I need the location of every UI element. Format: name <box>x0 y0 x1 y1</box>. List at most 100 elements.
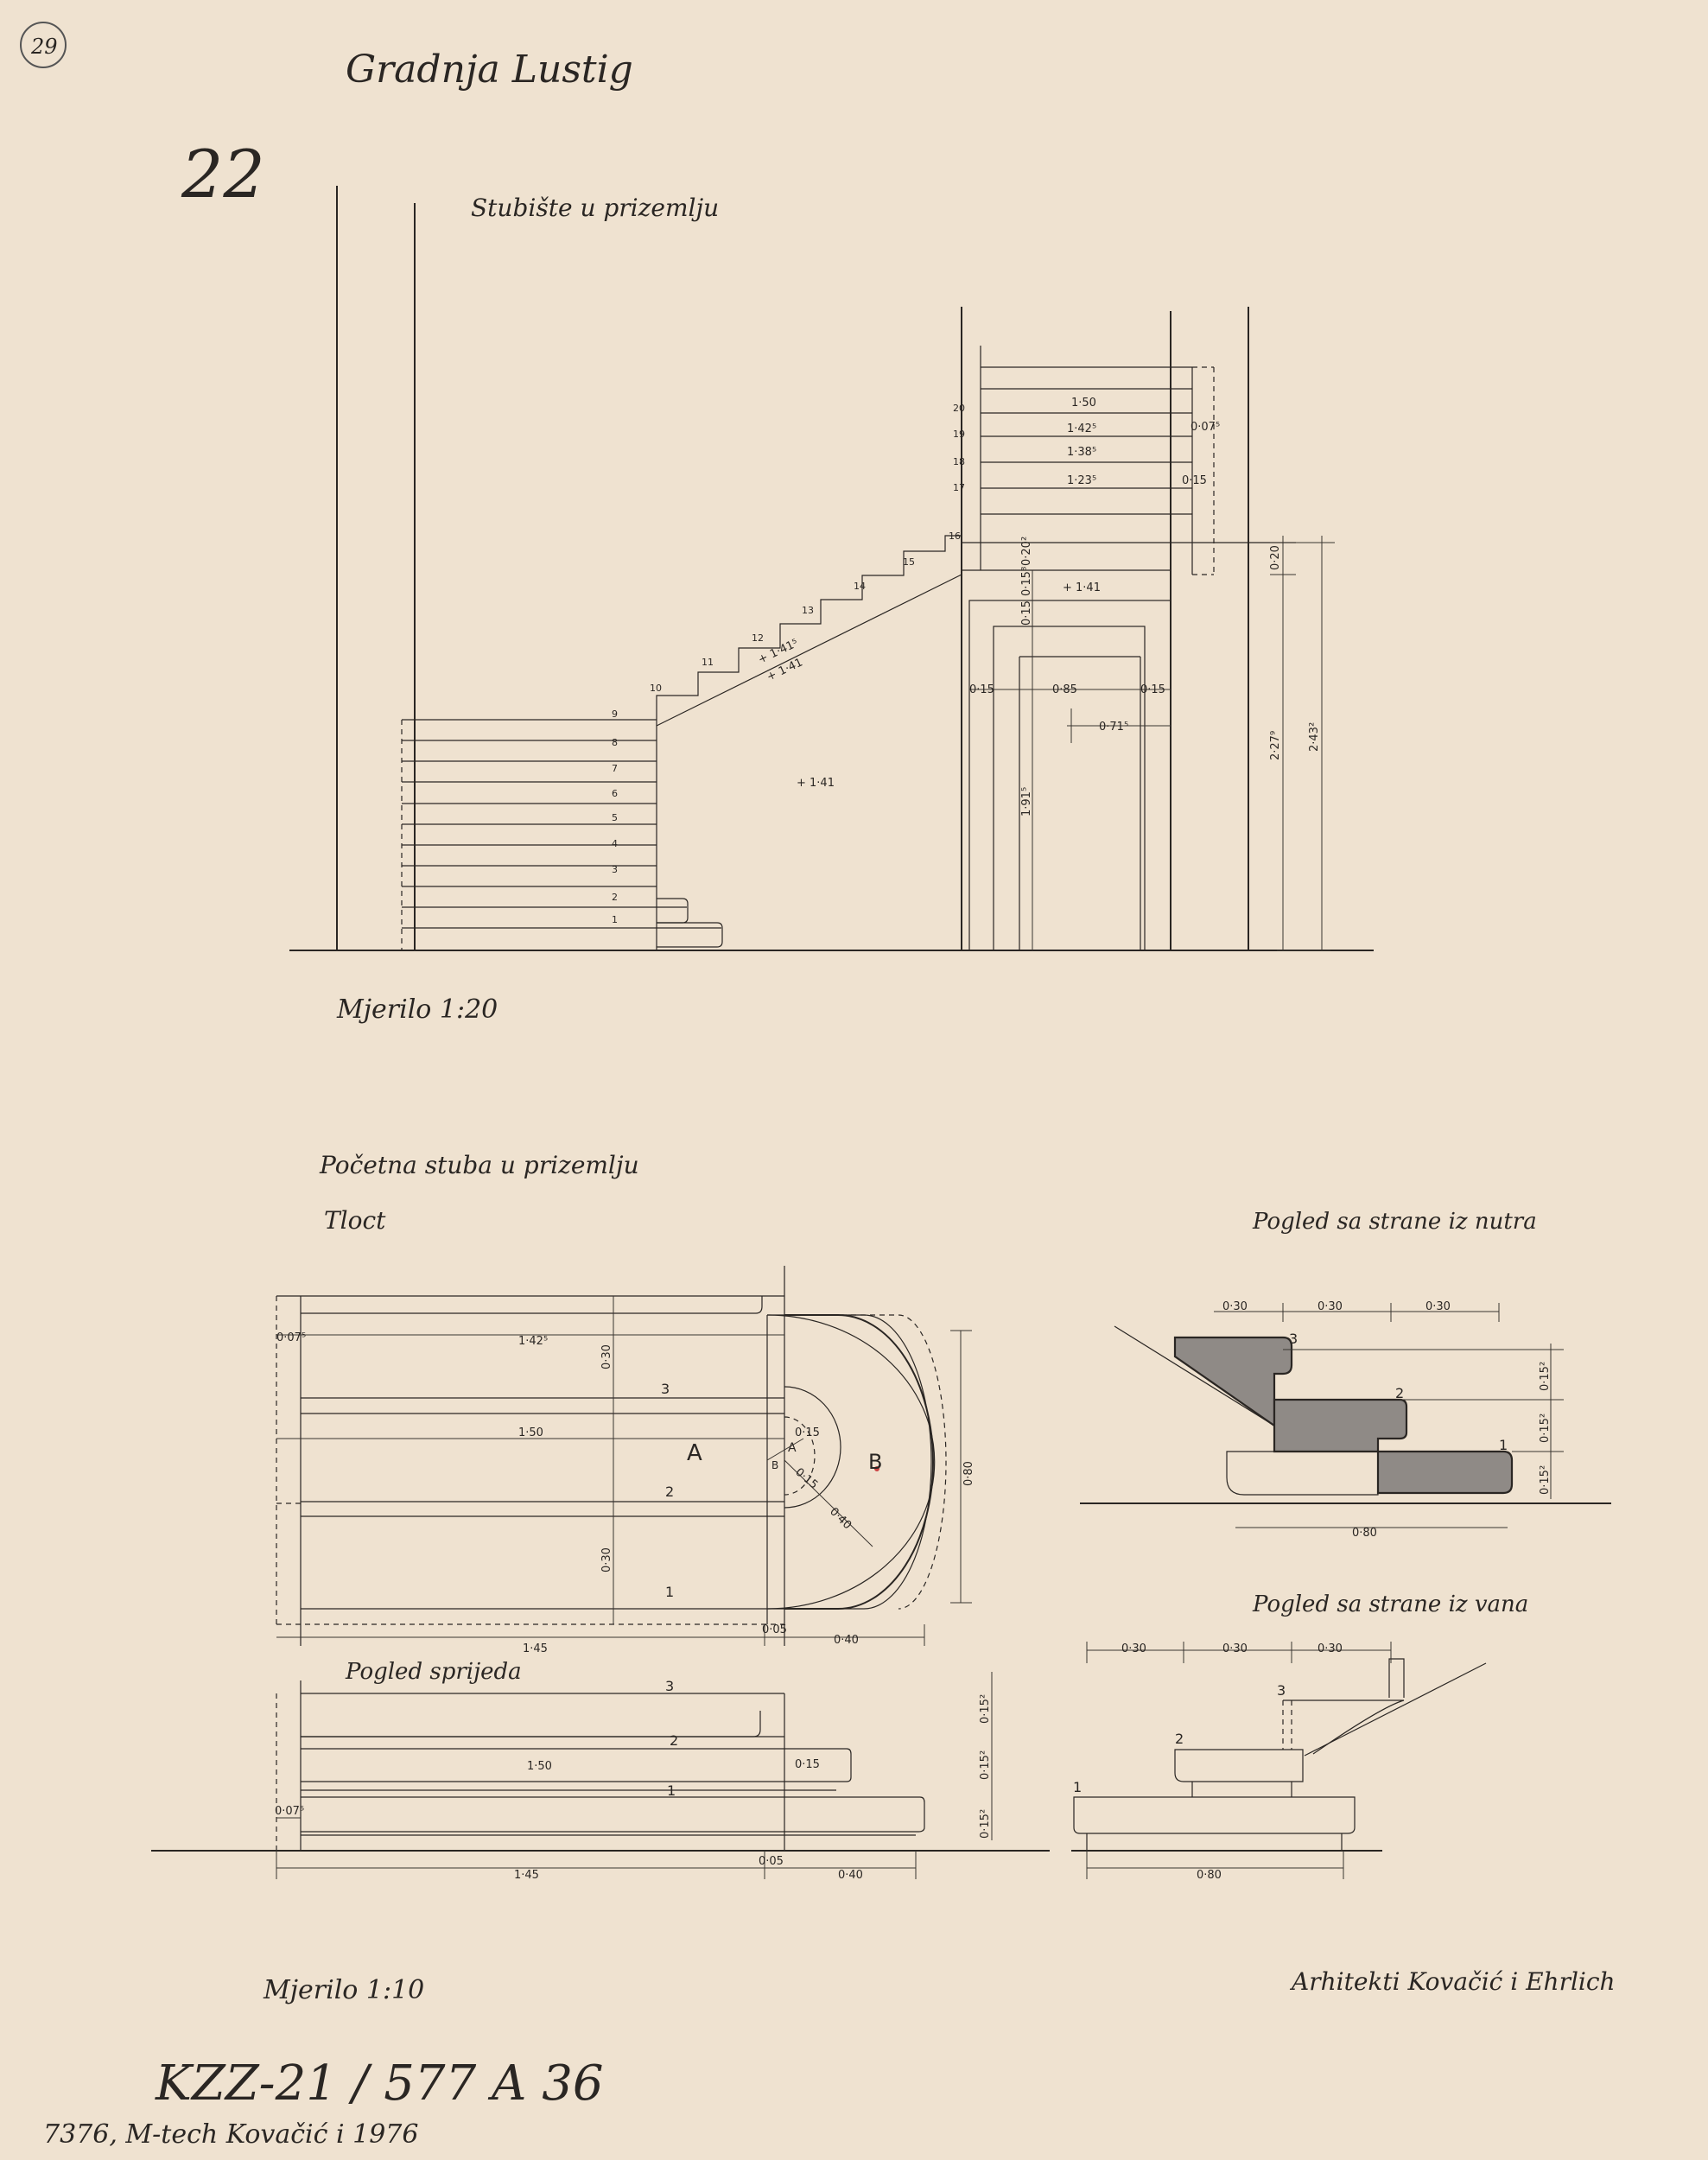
front-view <box>151 1672 1050 1879</box>
archive-code-line2-visible: 7376, M-tech Kovačić i 1976 <box>43 2119 418 2150</box>
plan-tread-a: 0·30 <box>600 1344 613 1369</box>
door-width: 0·85 <box>1052 683 1077 696</box>
lower-steps <box>401 719 723 950</box>
front-step-1: 1 <box>667 1782 676 1799</box>
front-step-2: 2 <box>670 1732 678 1749</box>
architects-signature: Arhitekti Kovačić i Ehrlich <box>1289 1967 1616 1996</box>
side-outside-title: Pogled sa strane iz vana <box>1252 1591 1528 1617</box>
drawing-title: Gradnja Lustig <box>346 48 633 92</box>
landing-tread-150: 1·50 <box>1071 397 1096 410</box>
front-h2: 0·15² <box>979 1750 992 1780</box>
plan-label-b-big: B <box>868 1450 882 1474</box>
svg-text:5: 5 <box>612 812 618 823</box>
upper-flight <box>656 535 962 727</box>
side-in-h3: 0·15² <box>1539 1362 1552 1391</box>
landing-step-17: 17 <box>953 482 965 493</box>
detail-title: Početna stuba u prizemlju <box>319 1151 639 1179</box>
door-frame <box>968 570 1171 951</box>
landing-side-015: 0·15 <box>1182 474 1207 487</box>
plan-mid-width: 1·50 <box>518 1426 543 1439</box>
archive-code: KZZ-21 / 577 A 36 <box>155 2055 604 2112</box>
total-height: 2·43² <box>1308 722 1321 752</box>
lintel-015: 0·15 <box>1020 600 1033 626</box>
front-edge-0075: 0·07⁵ <box>275 1805 304 1818</box>
plan-view <box>276 1266 972 1646</box>
landing-step-18: 18 <box>953 456 965 467</box>
svg-text:8: 8 <box>612 737 618 748</box>
plan-step-3: 3 <box>661 1381 670 1397</box>
side-in-step-2: 2 <box>1395 1385 1404 1401</box>
plan-edge-0075: 0·07⁵ <box>276 1331 306 1344</box>
svg-text:4: 4 <box>612 838 618 849</box>
page-number-circle <box>20 22 67 68</box>
front-width-145: 1·45 <box>514 1869 539 1882</box>
side-out-step-3: 3 <box>1277 1682 1286 1699</box>
svg-text:2: 2 <box>612 892 618 903</box>
front-ext-040: 0·40 <box>838 1869 863 1882</box>
lintel-0202: 0·20² <box>1020 537 1033 566</box>
level-141-wall: + 1·41 <box>797 777 835 790</box>
door-jamb-right: 0·15 <box>1140 683 1165 696</box>
landing-020: 0·20 <box>1269 545 1282 570</box>
side-in-h1: 0·15² <box>1539 1465 1552 1495</box>
side-in-t1: 0·30 <box>1222 1300 1248 1313</box>
height-dims <box>1270 536 1335 951</box>
plan-bottom-width: 1·45 <box>523 1642 548 1655</box>
side-out-t2: 0·30 <box>1222 1642 1248 1655</box>
page-number: 29 <box>30 35 58 59</box>
side-in-t2: 0·30 <box>1318 1300 1343 1313</box>
plan-label-b-small: B <box>771 1459 778 1471</box>
svg-text:11: 11 <box>702 657 714 668</box>
door-half: 0·71⁵ <box>1099 721 1128 734</box>
landing-height: 2·27⁹ <box>1269 731 1282 760</box>
plan-depth-080: 0·80 <box>962 1461 975 1486</box>
plan-label-a-small: A <box>788 1441 797 1455</box>
plan-title: Tloct <box>324 1206 386 1235</box>
side-out-total: 0·80 <box>1197 1869 1222 1882</box>
landing-tread-1385: 1·38⁵ <box>1067 446 1096 459</box>
front-width-150: 1·50 <box>527 1760 552 1773</box>
plan-gap-005: 0·05 <box>762 1623 787 1636</box>
plan-radius-015b: 0·15 <box>792 1466 820 1492</box>
side-out-step-2: 2 <box>1175 1731 1184 1747</box>
landing-step-20: 20 <box>953 403 965 414</box>
front-step-3: 3 <box>665 1678 674 1694</box>
front-off-015: 0·15 <box>795 1758 820 1771</box>
svg-text:13: 13 <box>802 605 814 616</box>
landing-tread-1235: 1·23⁵ <box>1067 474 1096 487</box>
landing-steps <box>962 366 1296 575</box>
detail-scale: Mjerilo 1:10 <box>263 1975 424 2005</box>
side-inside-view <box>1080 1303 1611 1528</box>
plan-tread-b: 0·30 <box>600 1547 613 1572</box>
front-h1: 0·15² <box>979 1809 992 1839</box>
plan-step-1: 1 <box>665 1584 674 1600</box>
level-141-door: + 1·41 <box>1063 581 1101 594</box>
front-h3: 0·15² <box>979 1694 992 1724</box>
side-in-h2: 0·15² <box>1539 1414 1552 1443</box>
landing-tread-1425: 1·42⁵ <box>1067 422 1096 435</box>
svg-text:9: 9 <box>612 708 618 720</box>
side-in-step-1: 1 <box>1499 1437 1508 1453</box>
svg-text:10: 10 <box>650 683 662 694</box>
front-gap-005: 0·05 <box>759 1855 784 1868</box>
plan-ext-040: 0·40 <box>834 1634 859 1647</box>
plan-label-a-big: A <box>687 1440 702 1466</box>
svg-text:6: 6 <box>612 788 618 799</box>
sheet-number: 22 <box>181 136 265 213</box>
plan-top-width: 1·42⁵ <box>518 1335 548 1348</box>
lower-step-numbers: 1 2 3 4 5 6 7 8 9 <box>612 708 618 925</box>
plan-radius-015: 0·15 <box>795 1426 820 1439</box>
svg-text:14: 14 <box>854 581 866 592</box>
side-outside-view <box>1071 1642 1487 1879</box>
side-in-total: 0·80 <box>1352 1527 1377 1540</box>
svg-text:7: 7 <box>612 763 618 774</box>
door-height: 1·91⁵ <box>1020 787 1033 816</box>
elevation-scale: Mjerilo 1:20 <box>336 994 498 1025</box>
svg-text:16: 16 <box>949 530 961 542</box>
side-in-step-3: 3 <box>1289 1331 1298 1347</box>
side-inside-title: Pogled sa strane iz nutra <box>1252 1209 1537 1235</box>
side-out-t1: 0·30 <box>1121 1642 1146 1655</box>
upper-step-numbers: 10 11 12 13 14 15 16 <box>650 530 961 694</box>
plan-step-2: 2 <box>665 1483 674 1500</box>
